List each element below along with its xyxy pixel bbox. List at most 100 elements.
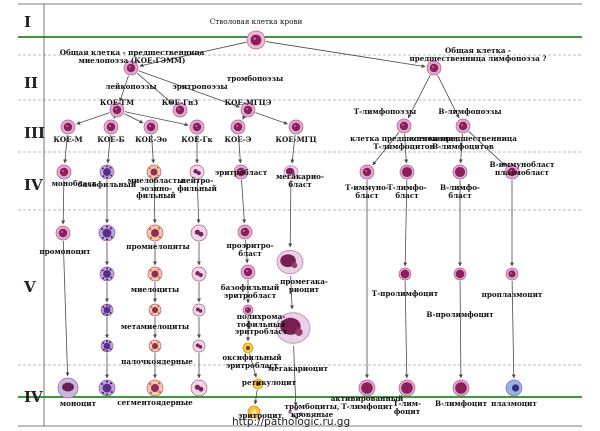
label-megakaryoblast: мегакарио- бласт [276,172,324,189]
lineage-arrow-koe_e-erythroblast [238,134,243,164]
label-erythrocyte: эритроцит [237,411,283,420]
label-b-prolymph: В-пролимфоцит [426,310,494,319]
cell-koe-mgc [288,119,304,135]
label-megakaryocyte: мегакариоцит [268,364,328,373]
lineage-arrow-lymphoid-b_prec [437,74,460,119]
cell-oxy-erythro [242,342,254,354]
label-reticulocyte: ретикулоцит [241,378,297,387]
lineage-arrow-proplasmocyte-plasmocyte [511,280,516,379]
label-platelets: тромбоциты, кровяные [284,402,340,419]
cell-reticulocyte [252,378,264,390]
label-proerythroblast: проэритро- бласт [226,241,274,258]
cell-promyel-b [98,224,116,242]
lineage-arrow-promonocyte-monocyte [62,240,70,377]
lineage-arrow-monoblast-promonocyte [61,179,66,225]
process-label: Т-лимфопоэзы [353,107,417,116]
lineage-arrow-stem-myeloid [139,41,247,68]
label-meta-e: метамиелоциты [120,322,190,331]
label-proplasmocyte: проплазмоцит [481,290,543,299]
cell-b-prec [455,118,471,134]
lineage-arrow-koe_mgce-koe_e [242,115,247,120]
cell-promyel-e [146,224,164,242]
lineage-arrow-myeloid-koe_gn [136,72,174,105]
lineage-arrow-t_prec-t_immunoblast [372,131,400,166]
label-erythroblast: эритробласт [214,168,268,177]
label-myeloid: Общая клетка - предшественница миелопоэз… [59,48,205,65]
lineage-arrow-koe_b-mb_baso [106,134,111,164]
label-t-prec: клетка предшественница Т-лимфоцитов [350,134,458,151]
label-monocyte: моноцит [59,399,97,408]
lineage-arrow-koe_mgc-megakaryoblast [290,134,296,164]
label-oxy-erythro: оксифильный эритробласт [222,353,282,370]
cell-koe-eo [143,119,159,135]
cell-baso-erythro [240,264,256,280]
cell-b-lymphoblast [452,164,468,180]
label-koe-e: КОЕ-Э [224,135,252,144]
label-mb-neut: нейтро- фильный [177,176,217,193]
cell-t-prolymph [398,267,412,281]
cell-proplasmocyte [505,267,519,281]
cell-erythrocyte [247,405,261,419]
lineage-arrow-koe_gm-koe_m [76,112,110,125]
lineage-arrow-lymphoid-t_prec [407,74,431,119]
label-monoblast: монобласт [51,179,97,188]
lineage-arrow-koe_mgce-koe_mgc [255,112,288,125]
cell-t-lymphoblast [399,164,415,180]
cell-promonocyte [55,225,71,241]
label-mb-baso: базофильный [77,180,137,189]
label-koe-m: КОЕ-М [53,135,83,144]
lineage-arrow-b_prec-b_lymphoblast [458,133,463,164]
stage-numeral: IV [24,388,43,406]
cell-meta-b [100,303,114,317]
cell-platelets [288,407,303,418]
label-promyel-e: промиелоциты [126,242,190,251]
cell-myel-n [191,266,207,282]
cell-plasmocyte [505,379,523,397]
label-t-immunoblast: Т-иммуно- бласт [345,183,389,200]
cell-stem [246,30,266,50]
cell-t-prec [396,118,412,134]
process-label: лейкопоэзы [105,82,157,91]
label-t-lymphocyte: Т-лим- фоцит [393,399,421,416]
lineage-arrow-promegakaryocyte-megakaryocyte [289,275,294,310]
label-poly-erythro: полихрома- тофильный эритробласт [234,312,288,337]
stage-numeral: V [24,278,36,296]
cell-mb-eo [146,164,162,180]
cell-mb-baso [99,164,115,180]
lineage-arrow-t_prec-t_lymphoblast [404,133,409,164]
cell-koe-b [103,119,119,135]
label-koe-gm: КОЕ-ГМ [99,98,135,107]
process-label: В-лимфопоэзы [438,107,502,116]
cell-monocyte [57,377,79,399]
cell-koe-m [60,119,76,135]
cell-b-prolymph [453,267,467,281]
cell-promyel-n [190,224,208,242]
cell-koe-mgce [240,102,256,118]
cell-monoblast [56,164,72,180]
cell-koe-e [230,119,246,135]
cell-koe-gm [109,102,125,118]
cell-band-b [100,339,114,353]
lineage-arrow-erythroblast-proerythroblast [241,179,247,224]
lineage-arrow-proerythroblast-baso_erythro [245,239,250,264]
label-band-e: палочкоядерные [121,357,193,366]
cell-seg-b [98,379,116,397]
cell-t-immunoblast [359,164,375,180]
lineage-arrow-koe_gm-koe_eo [123,113,144,124]
label-b-immunoblast: В-иммунобласт плазмобласт [489,160,555,177]
lineage-arrow-koe_gm-koe_gk [124,111,189,127]
label-koe-mgc: КОЕ-МГЦ [275,135,317,144]
process-label: тромбопоэзы [226,74,284,83]
lineage-arrow-myeloid-koe_mgce [138,70,240,108]
lineage-arrow-koe_m-monoblast [63,134,68,164]
lineage-arrow-reticulocyte-erythrocyte [253,389,258,405]
label-b-lymphocyte: В-лимфоцит [434,399,488,408]
label-koe-gk: КОЕ-Гк [181,135,213,144]
stage-numeral: I [24,13,32,31]
cell-myeloid [123,60,139,76]
cell-act-t [358,379,376,397]
label-promonocyte: промоноцит [39,247,91,256]
label-b-prec: клетка предшественница В-лимфоцитов [409,134,517,151]
